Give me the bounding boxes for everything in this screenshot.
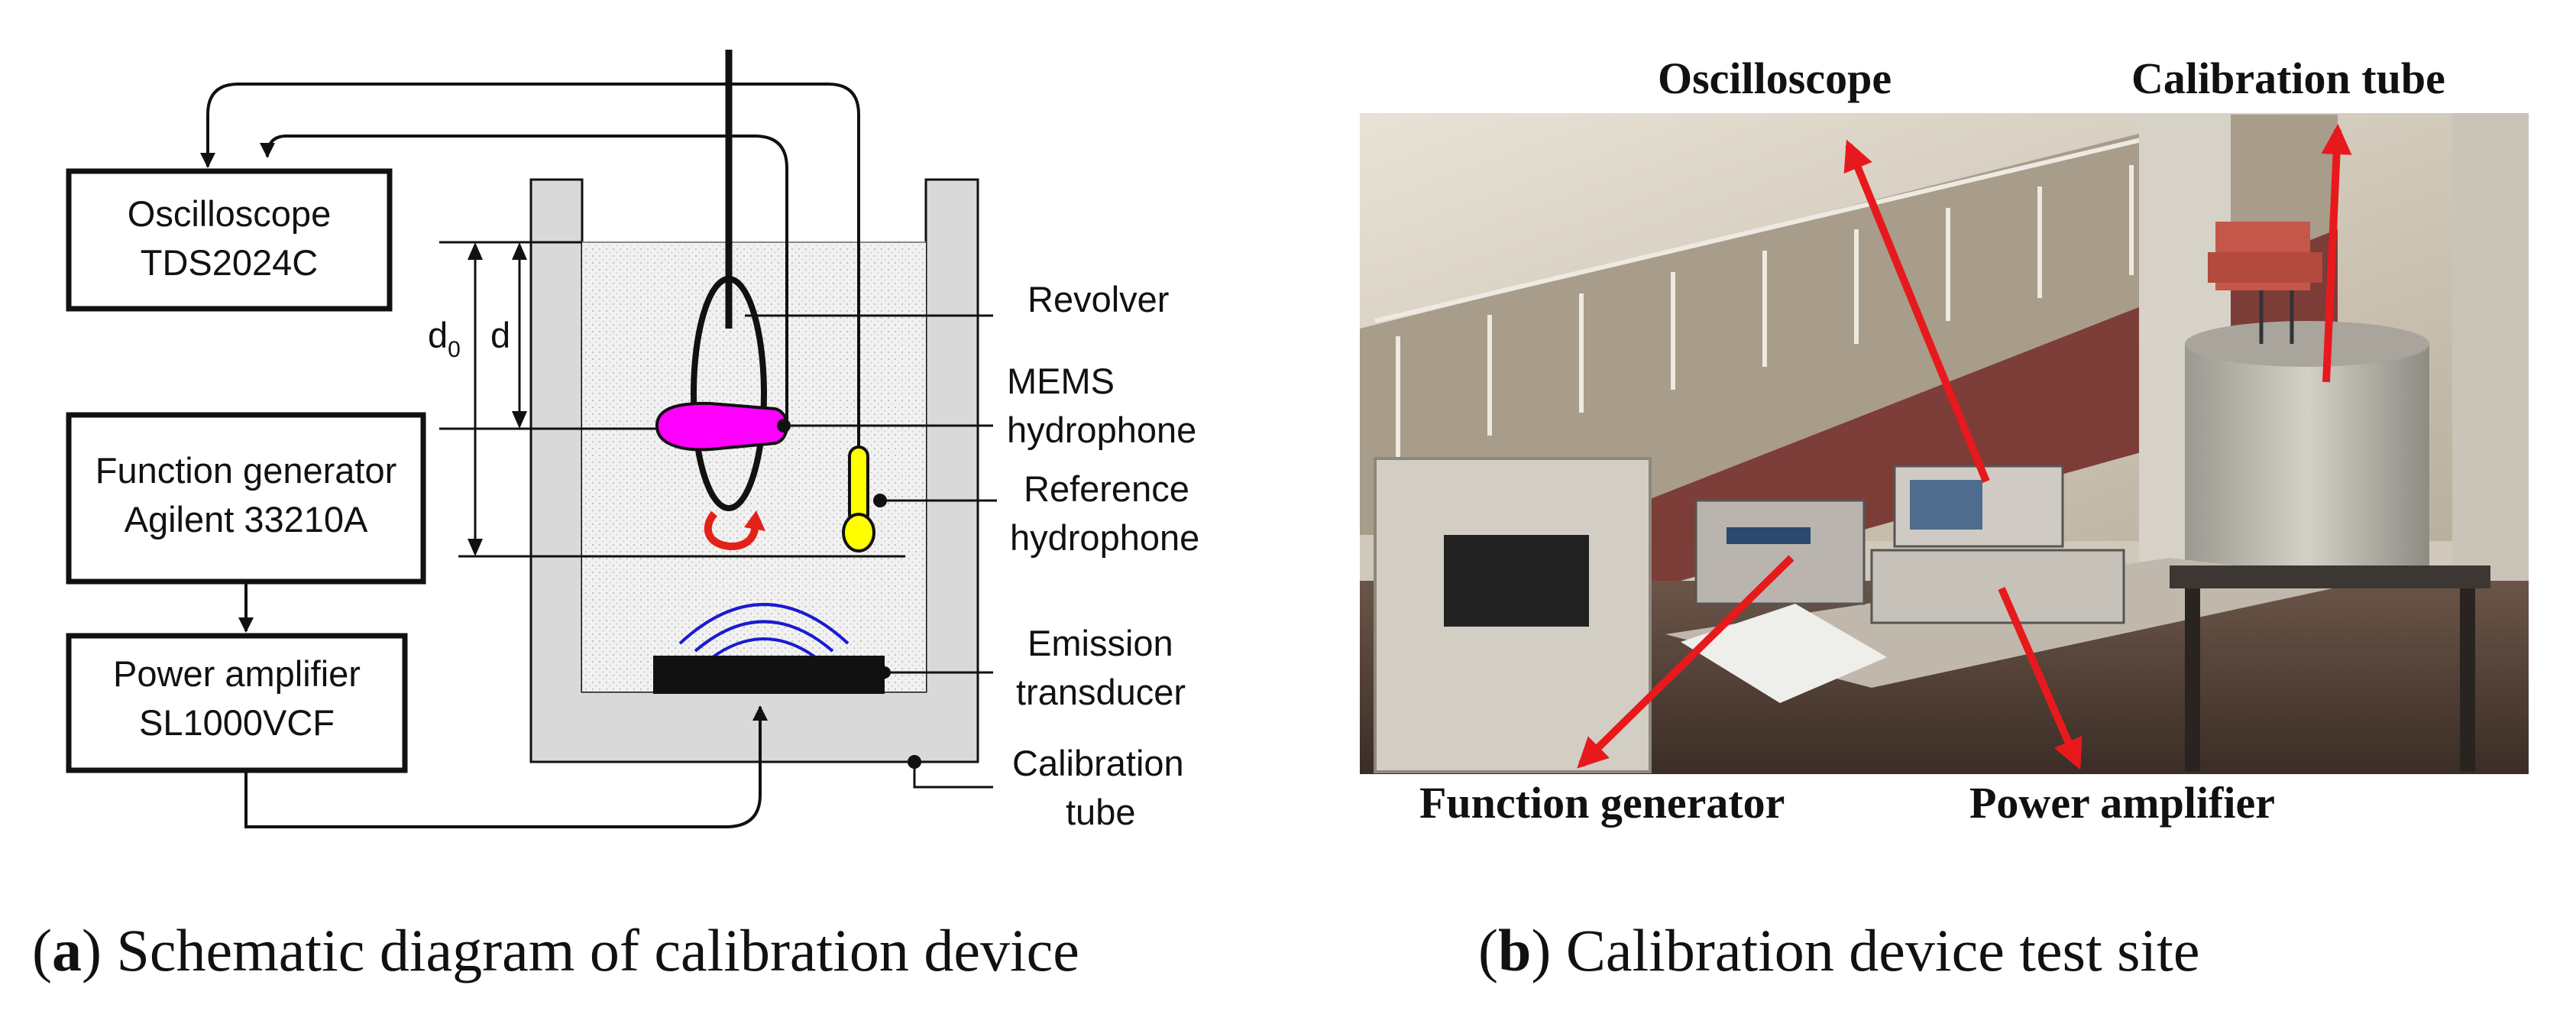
photo-panel: Oscilloscope Calibration tube Function g… [1360,53,2529,828]
oscilloscope-label-line2: TDS2024C [141,242,319,283]
caption-b: (b) Calibration device test site [1478,917,2199,983]
photo-label-function-generator: Function generator [1419,778,1785,828]
power-amplifier-box: Power amplifier SL1000VCF [66,633,408,773]
photo-label-power-amplifier: Power amplifier [1969,778,2275,828]
arrow-oscilloscope [1843,139,1990,483]
function-generator-box: Function generator Agilent 33210A [66,412,426,585]
photo-arrows [1577,124,2352,770]
amplifier-label-line1: Power amplifier [113,653,361,694]
reference-label-line1: Reference [1024,468,1189,509]
photo-calibration-tube [2185,222,2429,581]
cable-reference-to-oscilloscope [200,83,860,447]
mems-label-line2: hydrophone [1007,410,1196,450]
tube-label-line1: Calibration [1012,743,1184,783]
emission-transducer [653,656,885,694]
dimension-d: d [490,242,527,429]
photo-label-oscilloscope: Oscilloscope [1658,53,1892,103]
oscilloscope-label-line1: Oscilloscope [128,193,331,234]
rotation-arrow [704,510,765,550]
photo-cabinet [1374,457,1652,773]
reference-label-line2: hydrophone [1010,517,1199,558]
emission-label-line1: Emission [1027,623,1173,663]
oscilloscope-box: Oscilloscope TDS2024C [66,168,393,312]
d-label: d [490,315,510,355]
tube-label-line2: tube [1066,792,1135,832]
arrow-calibration-tube [2321,124,2352,383]
stair-railing [1374,120,2216,459]
photo-function-generator [1694,499,1866,605]
cable-amplifier-to-transducer [244,705,768,828]
caption-a: (a) Schematic diagram of calibration dev… [32,917,1079,983]
amplifier-label-line2: SL1000VCF [139,702,335,743]
arrow-function-generator [1577,555,1794,769]
cable-revolver-to-oscilloscope [260,134,788,426]
emission-label-line2: transducer [1016,672,1186,712]
d0-label: d0 [428,315,461,362]
generator-label-line1: Function generator [95,450,397,491]
schematic-panel: Oscilloscope TDS2024C Function generator… [66,50,1199,832]
generator-label-line2: Agilent 33210A [125,499,368,540]
arrow-power-amplifier [1998,587,2082,770]
mems-hydrophone [655,401,788,452]
dimension-d0: d0 [428,242,483,556]
revolver-loop [691,276,767,511]
photo-label-calibration-tube: Calibration tube [2131,53,2445,103]
sound-waves [678,603,849,660]
mems-label-line1: MEMS [1007,361,1115,401]
revolver-label: Revolver [1027,279,1169,319]
photo-power-amplifier [1870,549,2125,624]
photo-oscilloscope [1893,465,2064,548]
